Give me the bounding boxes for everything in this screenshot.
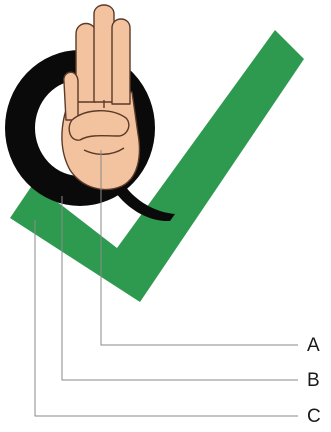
callout-label-c: C [307,407,321,426]
callout-label-a: A [307,336,320,355]
callout-label-b: B [307,371,320,390]
